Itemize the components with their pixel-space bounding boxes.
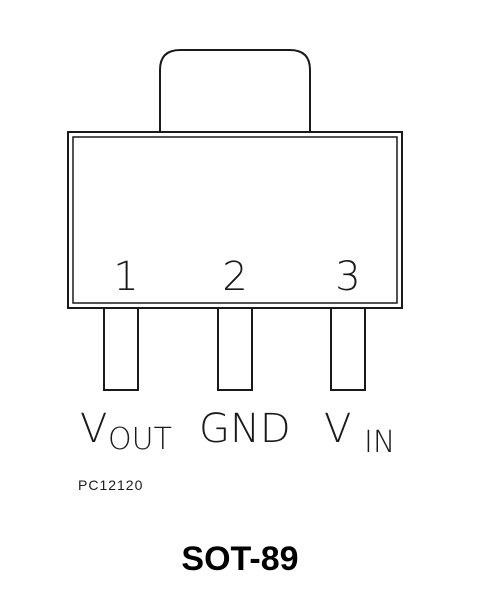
- package-tab: [159, 49, 311, 132]
- pin-3-label-main: V: [324, 406, 351, 452]
- pin-3-label-sub: IN: [364, 425, 395, 460]
- pin-1-number: 1: [113, 254, 138, 300]
- package-title: SOT-89: [181, 540, 298, 578]
- pin-2-number: 2: [222, 254, 247, 300]
- pin-1-label-sub: OUT: [108, 422, 172, 457]
- drawing-code: PC12120: [78, 477, 143, 493]
- package-body-inner: [72, 136, 398, 304]
- pin-3-number: 3: [335, 254, 360, 300]
- pin-1-label-main: V: [80, 406, 107, 452]
- pin-2-lead: [217, 307, 253, 391]
- pin-3-lead: [330, 307, 366, 391]
- pin-1-lead: [103, 307, 139, 391]
- pin-2-label-main: GND: [199, 406, 291, 452]
